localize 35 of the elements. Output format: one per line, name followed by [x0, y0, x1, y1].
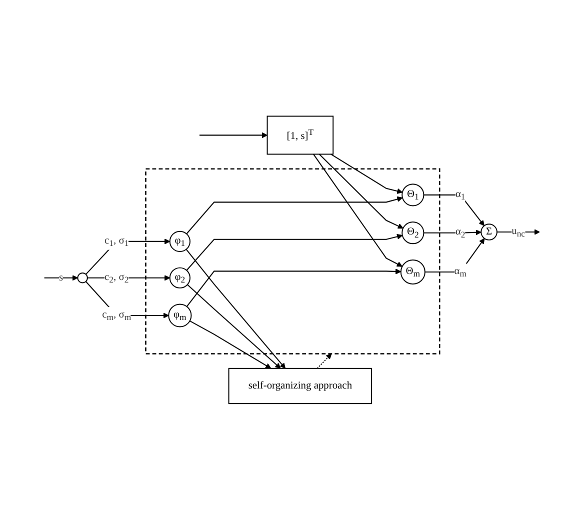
arrow — [330, 153, 403, 194]
cluster — [145, 168, 440, 354]
node-circle — [77, 272, 88, 283]
node-box — [228, 368, 372, 404]
edge-label: u$_{nc}$ — [512, 225, 526, 238]
edge-label: α$_{1}$ — [455, 188, 466, 202]
arrow — [424, 194, 484, 226]
edge-label: s — [58, 272, 64, 283]
arrow — [313, 154, 402, 266]
node-circle — [402, 221, 424, 244]
arrow — [44, 274, 78, 280]
node-circle — [169, 266, 190, 288]
arrow — [424, 229, 482, 235]
edge-label: c$_{1}$, σ$_{1}$ — [104, 234, 129, 248]
arrow — [319, 153, 404, 228]
arrow — [186, 268, 402, 306]
node-circle — [402, 183, 424, 206]
node-box — [266, 115, 334, 154]
node-circle — [169, 230, 190, 252]
arrow — [187, 284, 281, 368]
edge-label: c$_{2}$, σ$_{2}$ — [104, 270, 129, 284]
node-circle — [480, 223, 498, 240]
arrow — [199, 132, 268, 138]
arrow — [186, 248, 286, 368]
arrow — [496, 228, 540, 234]
edge-label: α$_{m}$ — [454, 265, 466, 278]
edge-label: c$_{m}$, σ$_{m}$ — [102, 308, 132, 322]
edge-label: α$_{2}$ — [455, 226, 466, 240]
arrow — [424, 238, 485, 272]
arrow — [316, 353, 332, 368]
arrow — [186, 196, 403, 234]
node-circle — [400, 259, 426, 284]
arrow — [186, 233, 403, 270]
node-circle — [168, 303, 192, 327]
arrow — [190, 320, 272, 368]
